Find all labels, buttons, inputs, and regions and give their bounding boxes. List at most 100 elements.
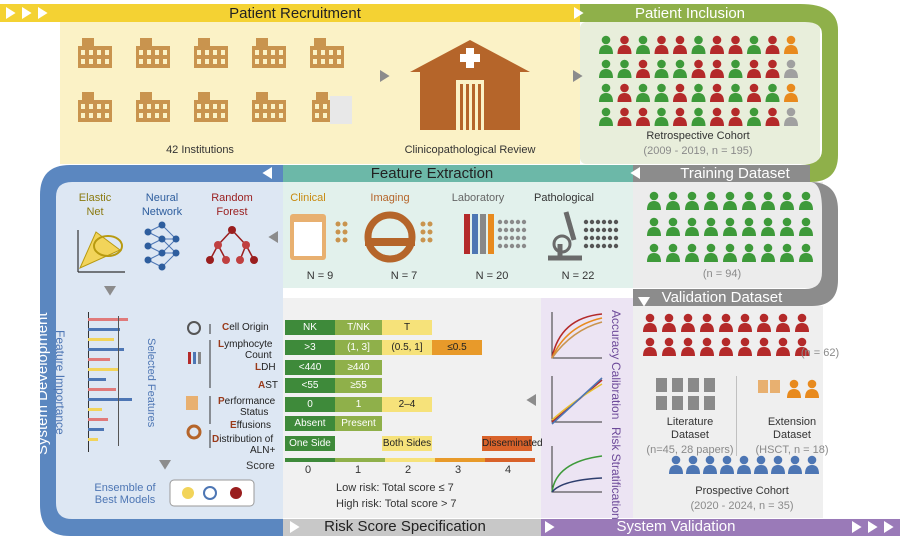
training-person-head	[763, 217, 773, 227]
validation-person	[795, 337, 809, 356]
laboratory-feature-dot	[515, 227, 521, 233]
cohort-person	[691, 83, 706, 102]
prospective-person	[703, 455, 717, 474]
importance-bar	[88, 418, 108, 421]
laboratory-feature-dot	[503, 219, 509, 225]
pathological-feature-dot	[601, 243, 607, 249]
training-person-head	[687, 217, 697, 227]
training-person-body	[685, 227, 699, 236]
laboratory-tube	[480, 214, 486, 254]
validation-person-body	[662, 347, 676, 356]
institution-building-window	[263, 104, 267, 109]
validation-metrics-panel	[541, 298, 633, 518]
pathological-feature-dot	[589, 227, 595, 233]
laboratory-feature-dot	[509, 243, 515, 249]
pathological-feature-dot	[607, 219, 613, 225]
hospital-door-bar	[472, 84, 475, 130]
score-cell-origin-1: T/NK	[335, 320, 382, 335]
extension-count: (HSCT, n = 18)	[755, 444, 829, 456]
institution-building	[310, 38, 344, 68]
cohort-person-head	[620, 83, 629, 93]
prospective-person-head	[671, 455, 681, 465]
score-dist-0: One Side	[285, 436, 335, 451]
cohort-person	[691, 107, 706, 126]
validation-person	[700, 337, 714, 356]
ensemble-elastic-icon	[182, 487, 194, 499]
cohort-person-body	[784, 117, 798, 126]
importance-bar	[88, 368, 118, 371]
calibration-plot-curve	[551, 383, 603, 421]
validation-person-head	[778, 313, 788, 323]
validation-person-head	[645, 337, 655, 347]
extraction-left-arrow	[262, 167, 272, 179]
validation-person-body	[681, 323, 695, 332]
institution-building-body	[78, 46, 112, 68]
validation-person	[700, 313, 714, 332]
cohort-person-head	[601, 83, 611, 93]
validation-person-body	[662, 323, 676, 332]
literature-doc-icon	[656, 396, 667, 410]
validation-person-body	[738, 347, 752, 356]
extension-label-2: Dataset	[773, 429, 811, 441]
institution-building	[252, 38, 286, 68]
imaging-feature-dot	[420, 229, 426, 235]
institution-building-window	[213, 50, 217, 55]
institution-building-window	[89, 50, 93, 55]
validation-person	[719, 313, 733, 332]
score-eff-0: Absent	[285, 416, 335, 431]
cohort-person-body	[784, 69, 798, 78]
cohort-person-head	[768, 83, 777, 93]
imaging-feature-dot	[420, 237, 426, 243]
neural-network-node	[144, 228, 152, 236]
retrospective-cohort-detail: (2009 - 2019, n = 195)	[643, 145, 753, 157]
performance-clipboard-icon	[186, 396, 198, 410]
cohort-person-head	[620, 107, 629, 117]
random-forest-node	[222, 256, 230, 264]
pathological-feature-dot	[583, 227, 589, 233]
cohort-person-body	[617, 45, 632, 54]
training-person-head	[649, 191, 659, 201]
extension-person-2-body	[805, 389, 819, 398]
institution-building-window	[155, 59, 159, 64]
institution-building-window	[313, 59, 317, 64]
cohort-person-body	[599, 117, 613, 126]
institution-building-window	[263, 113, 267, 118]
validation-person	[757, 313, 771, 332]
cohort-person-head	[749, 83, 759, 93]
cohort-person	[765, 107, 780, 126]
score-axis-segment	[435, 458, 485, 462]
institution-building-window	[213, 59, 217, 64]
prospective-person	[686, 455, 700, 474]
pathological-feature-dot	[595, 227, 601, 233]
laboratory-feature-dot	[521, 227, 527, 233]
institutions-label: 42 Institutions	[166, 144, 234, 156]
cohort-person-body	[673, 117, 687, 126]
clinical-feature-dot	[335, 221, 341, 227]
prospective-person-body	[771, 465, 785, 474]
stratification-plot-curve	[551, 455, 603, 493]
validation-person-body	[776, 323, 790, 332]
cohort-person-head	[601, 59, 611, 69]
cohort-person-head	[694, 83, 703, 93]
training-person-head	[649, 217, 659, 227]
metric-calibration: Calibration	[609, 362, 623, 420]
training-person-head	[801, 191, 811, 201]
cohort-person-head	[786, 35, 796, 45]
start-chevron-1	[22, 7, 32, 19]
cohort-person	[673, 107, 687, 126]
validation-person-body	[719, 323, 733, 332]
institution-building-window	[271, 113, 275, 118]
cohort-person-body	[691, 117, 706, 126]
laboratory-feature-dot	[503, 243, 509, 249]
feature-distribution: Distribution of	[212, 434, 274, 445]
cohort-person-head	[786, 83, 796, 93]
banner-training-dataset: Training Dataset	[680, 165, 790, 182]
prospective-person	[720, 455, 734, 474]
cohort-person-body	[673, 45, 687, 54]
laboratory-feature-dot	[503, 235, 509, 241]
institution-building	[252, 92, 286, 122]
validation-person-head	[702, 313, 712, 323]
institution-building-window	[147, 104, 151, 109]
training-person-body	[647, 227, 661, 236]
pathological-feature-dot	[607, 243, 613, 249]
